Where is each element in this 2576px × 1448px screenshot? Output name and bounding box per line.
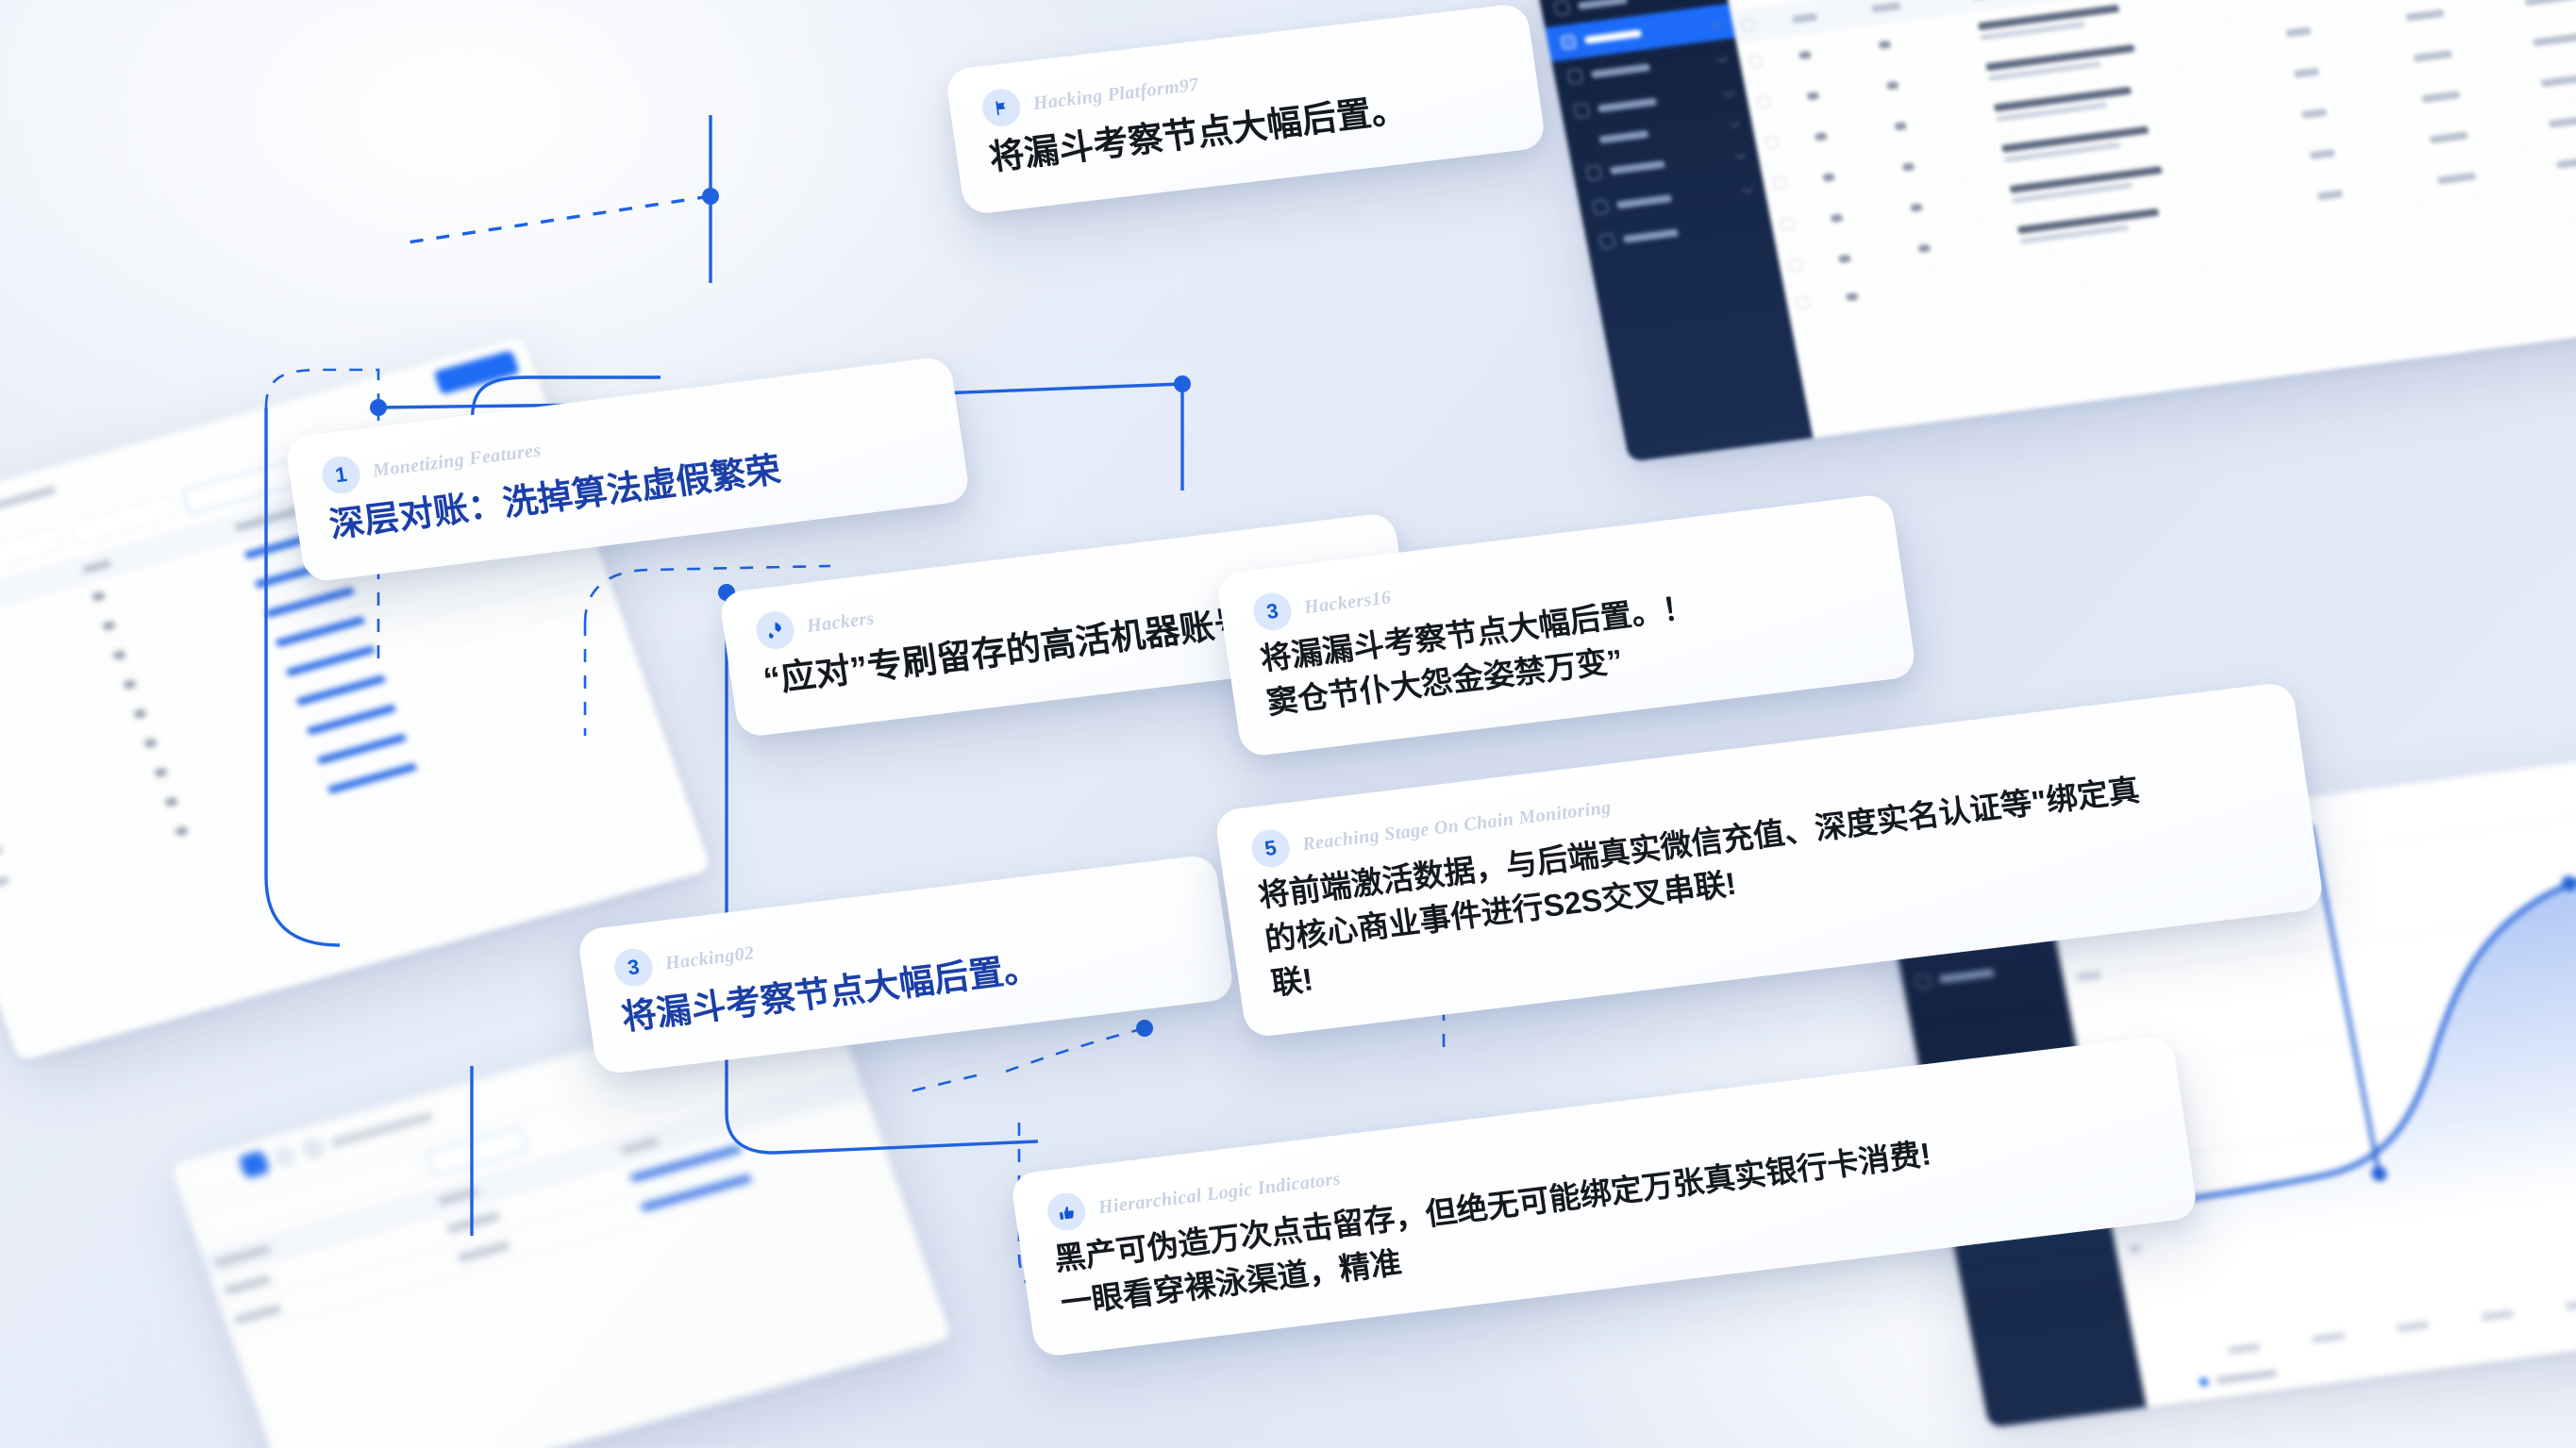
x-axis-tick (2480, 1309, 2515, 1322)
channel-icon (1566, 68, 1584, 85)
sidebar-item-label (1577, 0, 1628, 9)
row-checkbox[interactable] (1795, 295, 1811, 310)
flow-node (702, 188, 719, 205)
chevron-down-icon (1729, 117, 1740, 128)
y-axis-tick (2076, 970, 2102, 982)
flow-node (1136, 1020, 1153, 1037)
card-eyebrow: Hackers16 (1302, 586, 1393, 618)
avatar[interactable] (299, 1135, 327, 1161)
card-eyebrow: Hacking02 (663, 941, 756, 974)
legend-label (2216, 1368, 2278, 1385)
dashboard-main (1712, 0, 2576, 439)
sidebar-item-label (1615, 193, 1672, 209)
card-header: Hackers (753, 540, 1370, 652)
analytics-dashboard[interactable] (1529, 0, 2576, 462)
flag-icon (995, 101, 1006, 116)
card-badge: 1 (319, 454, 363, 496)
row-checkbox[interactable] (1764, 136, 1780, 150)
fingerprint-icon (1585, 164, 1603, 181)
card-eyebrow: Monetizing Features (371, 439, 543, 481)
monitor-icon (1560, 34, 1578, 51)
card-badge (1045, 1190, 1089, 1233)
row-checkbox[interactable] (1748, 54, 1764, 69)
link-icon (1573, 102, 1591, 119)
settings-icon[interactable] (271, 1143, 299, 1169)
chevron-down-icon (1716, 51, 1728, 63)
card-badge (753, 608, 797, 652)
flow-card-5[interactable]: 3 Hacking02 将漏斗考察节点大幅后置。 (577, 853, 1235, 1075)
flow-card-2[interactable]: Hacking Platform97 将漏斗考察节点大幅后置。 (944, 2, 1547, 215)
card-badge: 3 (611, 946, 656, 989)
flow-card-3[interactable]: Hackers “应对”专刷留存的高活机器账号？！！ (718, 511, 1414, 738)
chevron-down-icon[interactable] (534, 1120, 561, 1145)
flow-node (1174, 375, 1191, 392)
legend-dot (2199, 1377, 2210, 1388)
x-axis-tick (2227, 1342, 2261, 1355)
y-axis-tick (2129, 1244, 2142, 1254)
board-icon (1915, 973, 1932, 990)
back-button[interactable] (188, 1159, 238, 1193)
trend-chart-panel[interactable] (1878, 730, 2576, 1428)
row-checkbox[interactable] (1780, 217, 1796, 231)
records-table-bottom[interactable] (170, 983, 953, 1448)
trend-chart (2034, 730, 2576, 1407)
sidebar-item-label (1590, 62, 1651, 78)
x-axis-tick (2565, 1298, 2576, 1310)
sidebar-item-label (1938, 968, 1995, 983)
alert-icon (1592, 199, 1610, 215)
chart-series (2156, 815, 2576, 1248)
home-icon (1553, 0, 1571, 16)
user-name-label (329, 1111, 433, 1147)
row-checkbox[interactable] (1756, 94, 1771, 109)
x-axis-tick (2396, 1321, 2430, 1333)
rocket-icon (768, 622, 782, 639)
chevron-down-icon (1742, 182, 1753, 193)
x-axis-tick (2312, 1331, 2346, 1344)
flow-card-7[interactable]: Hierarchical Logic Indicators 黑产可伪造万次点击留… (1009, 1034, 2200, 1358)
row-checkbox[interactable] (1788, 258, 1803, 273)
gear-icon (1598, 233, 1616, 250)
card-header: Hacking Platform97 (979, 30, 1502, 129)
sidebar-item-label (1598, 129, 1649, 144)
chevron-down-icon (1710, 17, 1721, 28)
chart-main (2034, 730, 2576, 1407)
card-eyebrow: Hackers (805, 607, 877, 637)
export-button[interactable] (238, 1150, 271, 1179)
row-checkbox[interactable] (1772, 176, 1787, 191)
thumb-up-icon (1059, 1207, 1074, 1220)
card-header: Hierarchical Logic Indicators (1045, 1062, 2149, 1233)
card-badge (979, 87, 1023, 129)
card-eyebrow: Hacking Platform97 (1031, 74, 1200, 114)
chevron-down-icon (1723, 86, 1734, 97)
card-badge: 3 (1250, 591, 1295, 633)
chevron-down-icon (1734, 148, 1747, 159)
chart-legend (2199, 1368, 2278, 1388)
sidebar-item-label (1583, 28, 1642, 44)
card-badge: 5 (1248, 827, 1293, 870)
sidebar-item-label (1609, 159, 1665, 175)
sidebar-item-label (1622, 227, 1680, 243)
sidebar-item-label (1597, 96, 1658, 112)
